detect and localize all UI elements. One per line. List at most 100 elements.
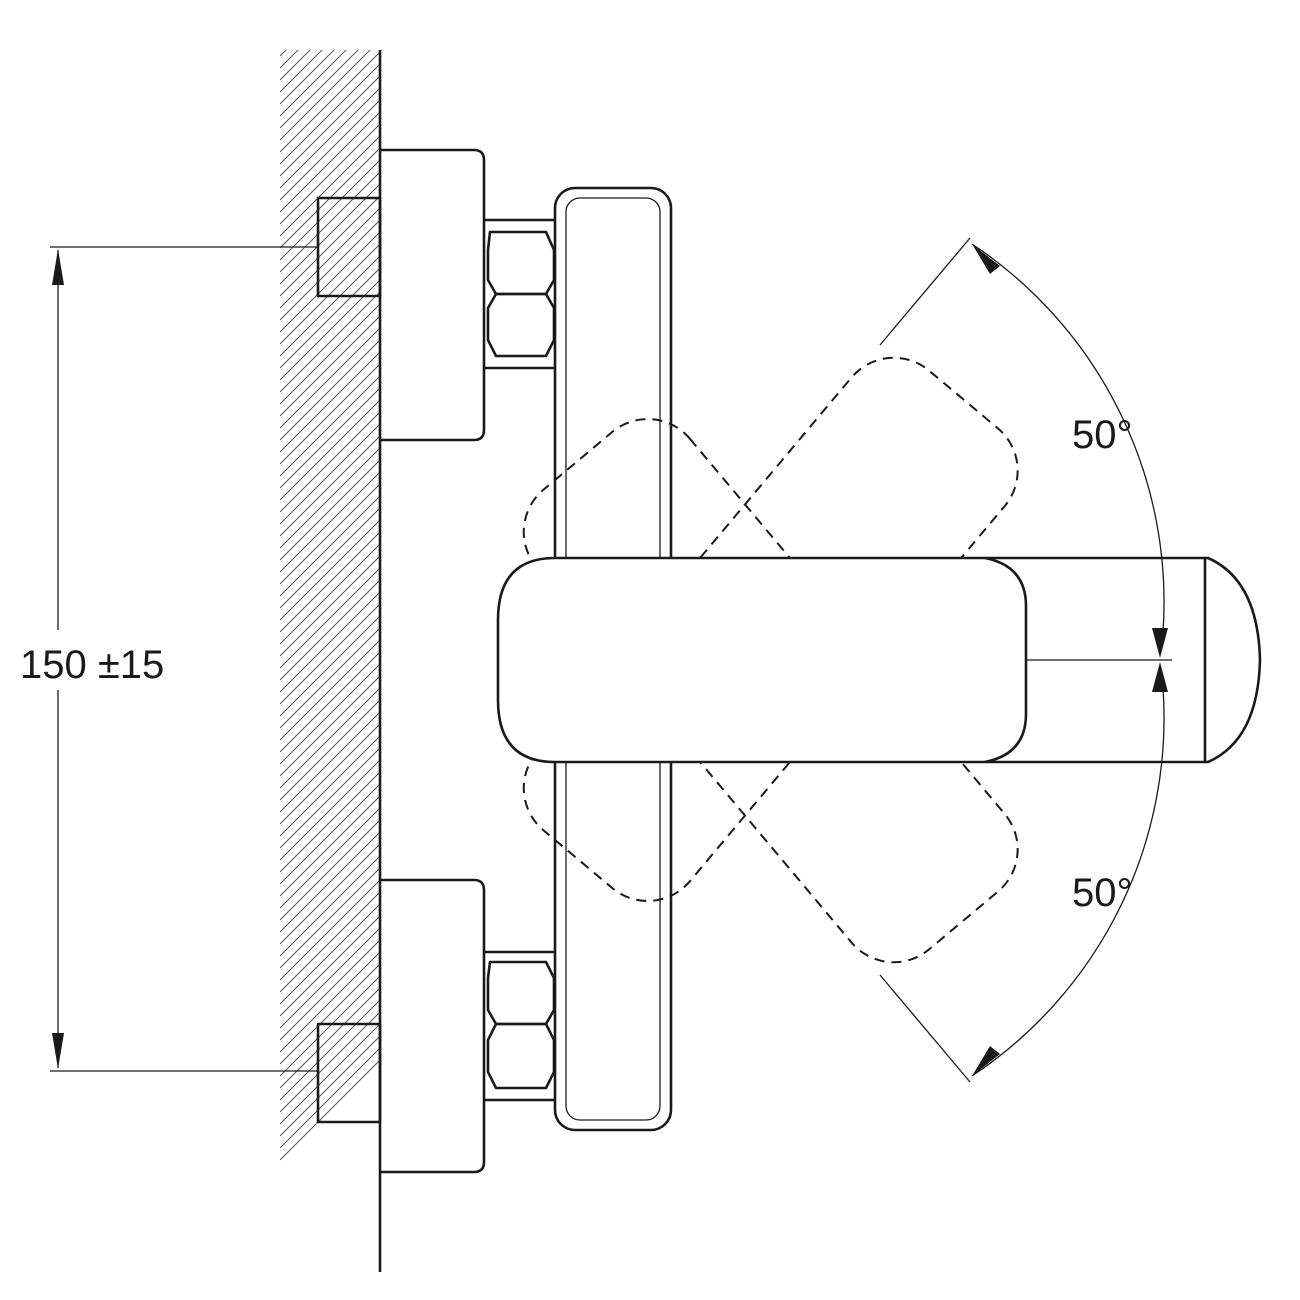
hatch-line <box>280 50 347 117</box>
hatch-line <box>280 50 335 105</box>
angle-arc-lower <box>971 687 1165 1077</box>
hatch-line <box>280 495 380 597</box>
handle-lever <box>496 556 1262 764</box>
angle-up-label: 50° <box>1072 413 1133 457</box>
hatch-line <box>280 903 380 1005</box>
hatch-line <box>280 291 380 393</box>
hatch-line <box>280 50 299 69</box>
hatch-line <box>280 207 380 309</box>
hatch-line <box>280 50 359 129</box>
hatch-line <box>280 639 380 741</box>
hatch-line <box>280 891 380 993</box>
hatch-line <box>280 111 380 213</box>
hatch-line <box>280 75 380 177</box>
hatch-line <box>280 855 380 957</box>
hatch-line <box>280 567 380 669</box>
hatch-line <box>280 99 380 201</box>
hatch-line <box>280 759 380 861</box>
angle-extension-bottom <box>879 974 971 1083</box>
wall <box>280 0 382 1272</box>
bottom-hex-nut <box>484 950 556 1102</box>
hatch-line <box>280 459 380 561</box>
hatch-line <box>280 375 380 477</box>
angle-down-label: 50° <box>1072 871 1133 915</box>
arrow-angle-center-lower-icon <box>1152 662 1168 692</box>
hatch-line <box>280 63 380 165</box>
bottom-cover-flange <box>380 878 486 1174</box>
hatch-line <box>280 123 380 225</box>
hatch-line <box>280 663 380 765</box>
hatch-line <box>280 543 380 645</box>
hatch-line <box>280 483 380 585</box>
arrow-angle-bottom-icon <box>972 1046 1000 1076</box>
hatch-line <box>280 231 380 333</box>
hatch-line <box>280 927 380 1029</box>
arrow-down-icon <box>52 1033 64 1069</box>
hatch-line <box>280 627 380 729</box>
hatch-line <box>280 447 380 549</box>
top-cover-flange <box>380 148 486 442</box>
hatch-line <box>280 1035 380 1137</box>
hatch-line <box>280 399 380 501</box>
hatch-line <box>280 531 380 633</box>
hatch-line <box>280 651 380 753</box>
hatch-line <box>280 939 380 1041</box>
hatch-line <box>280 363 380 465</box>
hatch-line <box>280 675 380 777</box>
hatch-line <box>280 963 380 1065</box>
hatch-line <box>280 87 380 189</box>
hatch-line <box>280 183 380 285</box>
hatch-line <box>280 423 380 525</box>
hatch-line <box>280 879 380 981</box>
hatch-line <box>280 0 380 32</box>
spacing-label: 150 ±15 <box>20 643 164 687</box>
hatch-line <box>280 303 380 405</box>
hatch-line <box>280 507 380 609</box>
angle-arc-upper <box>971 243 1165 633</box>
hatch-line <box>280 315 380 417</box>
hatch-line <box>280 735 380 837</box>
bottom-mount <box>316 878 556 1174</box>
angle-extension-top <box>879 237 971 346</box>
hatch-line <box>280 867 380 969</box>
hatch-line <box>280 219 380 321</box>
hatch-line <box>280 615 380 717</box>
hatch-line <box>280 327 380 429</box>
hatch-line <box>280 0 380 20</box>
hatch-line <box>280 831 380 933</box>
hatch-line <box>280 50 323 93</box>
hatch-line <box>280 339 380 441</box>
hatch-line <box>280 50 311 81</box>
hatch-line <box>280 351 380 453</box>
arrow-up-icon <box>52 249 64 285</box>
spacing-dimension: 150 ±15 <box>20 246 318 1072</box>
hatch-line <box>280 471 380 573</box>
hatch-line <box>280 519 380 621</box>
hatch-line <box>280 195 380 297</box>
handle-outline <box>496 556 1262 764</box>
hatch-line <box>280 243 380 345</box>
hatch-line <box>280 411 380 513</box>
hatch-line <box>280 747 380 849</box>
hatch-line <box>280 807 380 909</box>
hatch-line <box>280 0 380 44</box>
hatch-line <box>280 1023 380 1125</box>
hatch-line <box>280 591 380 693</box>
hatch-line <box>280 171 380 273</box>
wall-hatching <box>280 0 380 1161</box>
hatch-line <box>280 135 380 237</box>
arrow-angle-center-upper-icon <box>1152 628 1168 658</box>
hatch-line <box>280 603 380 705</box>
hatch-line <box>280 50 287 57</box>
hatch-line <box>280 687 380 789</box>
hatch-line <box>280 771 380 873</box>
bottom-wall-connector <box>316 1022 382 1124</box>
hatch-line <box>280 819 380 921</box>
hatch-line <box>280 795 380 897</box>
hatch-line <box>280 915 380 1017</box>
hatch-line <box>280 987 380 1089</box>
hatch-line <box>280 387 380 489</box>
arrow-angle-top-icon <box>972 244 1000 274</box>
hatch-line <box>280 999 380 1101</box>
